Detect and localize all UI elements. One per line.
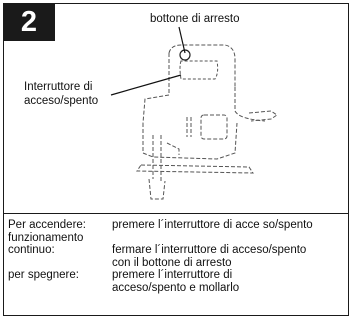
instruction-term: funzionamento <box>8 231 84 244</box>
instruction-term: per spegnere: <box>8 269 79 281</box>
section-divider <box>3 213 349 214</box>
instruction-term <box>8 257 112 270</box>
instruction-desc: premere l´interruttore di <box>112 269 233 281</box>
instruction-row: continuo: fermare l´interruttore di acce… <box>8 244 346 257</box>
instruction-desc: con il bottone di arresto <box>112 256 232 269</box>
instruction-term <box>8 282 112 295</box>
switch-callout-line-2: acceso/spento <box>24 95 99 107</box>
stop-button-callout: bottone di arresto <box>150 13 240 25</box>
jigsaw-illustration <box>110 26 278 200</box>
instruction-row: acceso/spento e mollarlo <box>8 282 346 295</box>
instruction-term: continuo: <box>8 244 55 256</box>
step-frame <box>3 3 349 316</box>
instruction-term: Per accendere: <box>8 219 86 231</box>
switch-callout: Interruttore di acceso/spento <box>24 80 98 108</box>
instruction-desc: premere l´interruttore di acce so/spento <box>112 219 313 231</box>
instruction-desc: fermare l´interruttore di acceso/spento <box>112 244 307 256</box>
step-number-badge: 2 <box>3 3 55 41</box>
instruction-desc: acceso/spento e mollarlo <box>112 281 240 294</box>
switch-callout-line-1: Interruttore di <box>24 81 93 93</box>
instruction-row: funzionamento <box>8 232 346 245</box>
instructions-list: Per accendere: premere l´interruttore di… <box>8 219 346 294</box>
instruction-desc <box>112 232 346 245</box>
instruction-row: Per accendere: premere l´interruttore di… <box>8 219 346 232</box>
instruction-row: con il bottone di arresto <box>8 257 346 270</box>
instruction-row: per spegnere: premere l´interruttore di <box>8 269 346 282</box>
